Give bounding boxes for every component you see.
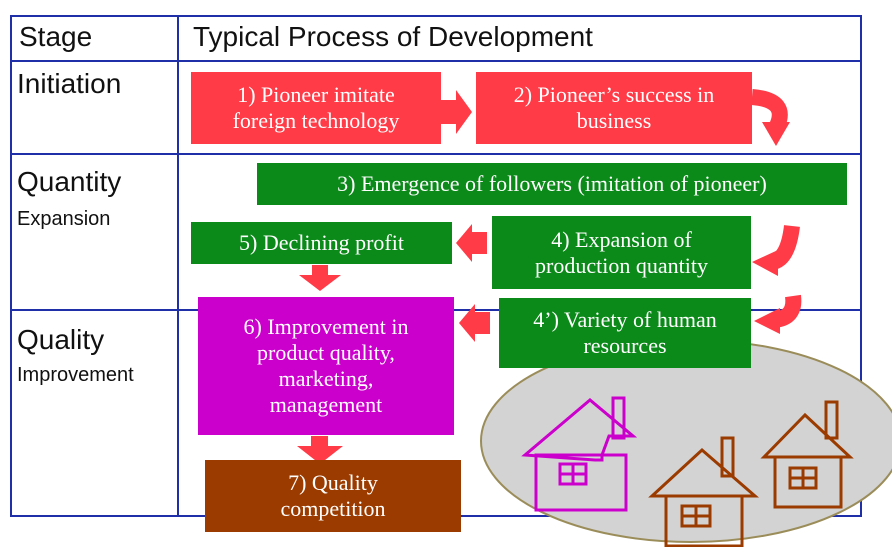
step-5-declining-profit: 5) Declining profit <box>191 222 452 264</box>
stage-initiation: Initiation <box>17 68 122 99</box>
header-process: Typical Process of Development <box>193 21 593 52</box>
arrow-icon <box>456 224 487 262</box>
house-icon <box>648 436 760 547</box>
step-4-expansion: 4) Expansion of production quantity <box>492 216 751 289</box>
step-1-pioneer-imitate: 1) Pioneer imitate foreign technology <box>191 72 441 144</box>
arrow-icon <box>299 265 341 291</box>
house-icon <box>760 400 854 509</box>
arrow-icon <box>752 250 778 276</box>
stage-quality: Quality <box>17 324 105 355</box>
arrow-icon <box>754 308 780 334</box>
row-divider-initiation <box>10 153 862 155</box>
arrow-icon <box>459 304 490 342</box>
arrow-icon <box>441 90 472 134</box>
stage-expansion: Expansion <box>17 208 111 230</box>
stage-quantity: Quantity <box>17 166 122 197</box>
header-divider <box>10 60 862 62</box>
arrow-icon <box>297 436 343 464</box>
arrow-icon <box>762 122 790 146</box>
header-stage: Stage <box>19 21 93 52</box>
step-6-quality-improvement: 6) Improvement in product quality, marke… <box>198 297 454 435</box>
column-divider <box>177 15 179 517</box>
step-3-emergence-of-followers: 3) Emergence of followers (imitation of … <box>257 163 847 205</box>
step-4p-variety-human-resources: 4’) Variety of human resources <box>499 298 751 368</box>
step-7-quality-competition: 7) Quality competition <box>205 460 461 532</box>
stage-improvement: Improvement <box>17 364 134 386</box>
house-icon <box>521 396 638 512</box>
step-2-pioneer-success: 2) Pioneer’s success in business <box>476 72 752 144</box>
